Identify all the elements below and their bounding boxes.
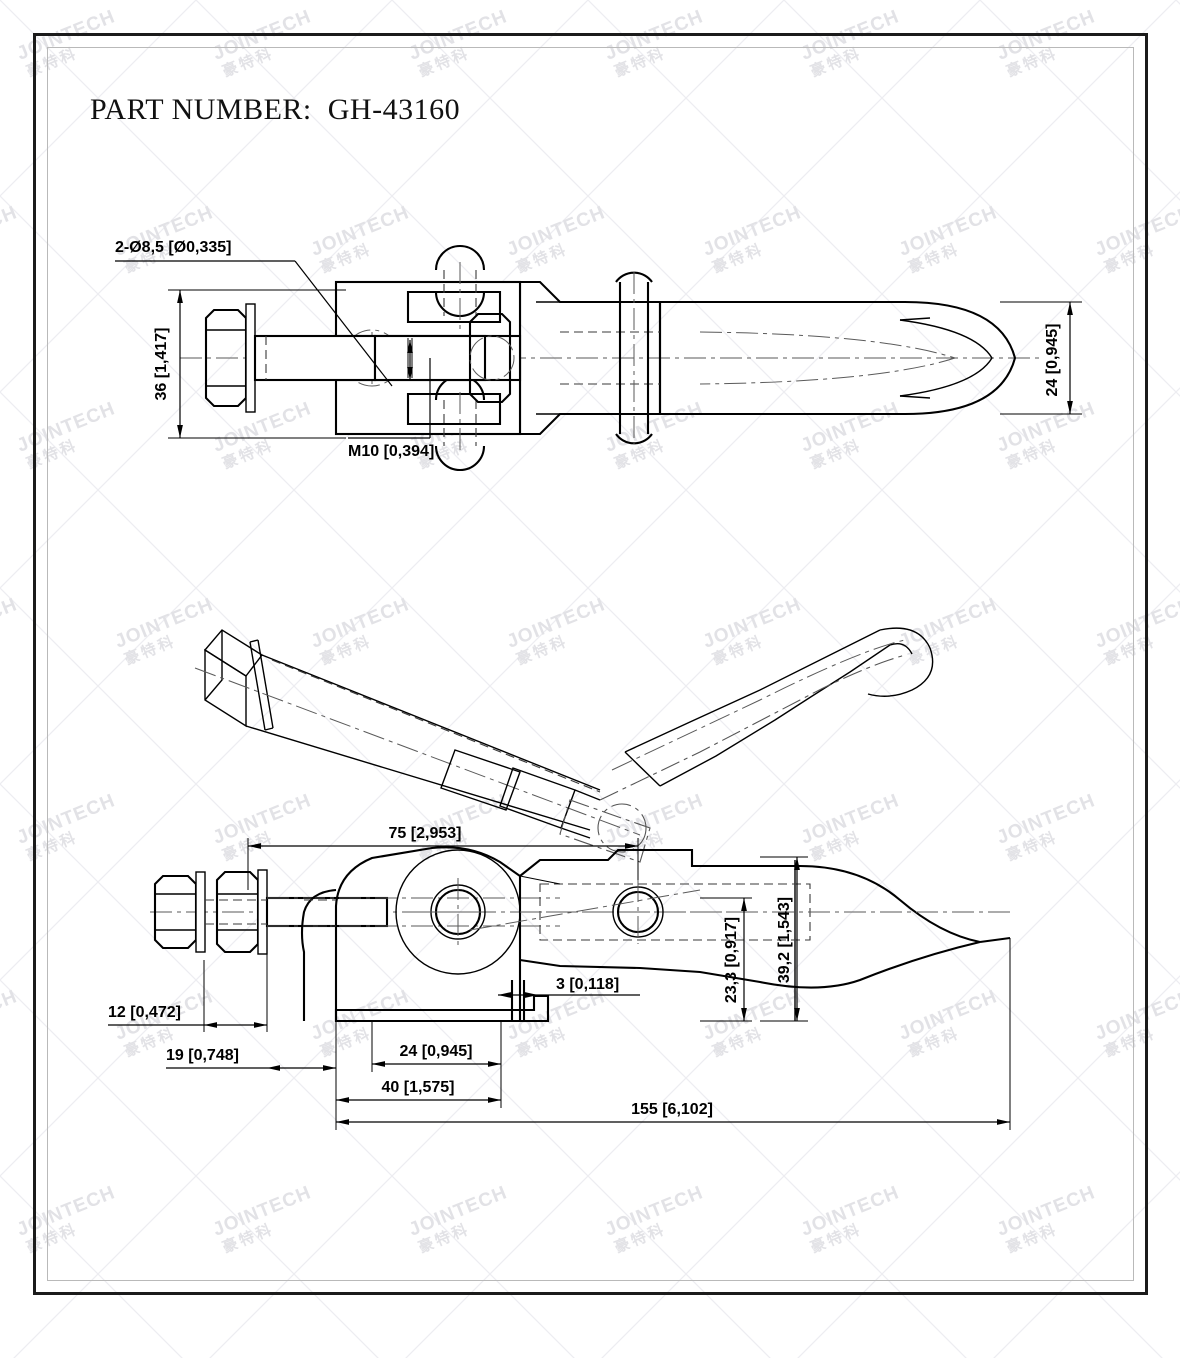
dim-label-36: 36 [1,417] (153, 328, 170, 401)
page-title: PART NUMBER: GH-43160 (90, 93, 461, 126)
dim-label-40: 40 [1,575] (382, 1079, 455, 1096)
dim-label-24-top: 24 [0,945] (1044, 324, 1061, 397)
dim-19: 19 [0,748] (166, 1021, 337, 1075)
side-view: 75 [2,953] 12 [0,472] 19 [0,748] (108, 627, 1011, 1130)
dim-label-392: 39,2 [1,543] (776, 897, 793, 983)
top-view: 36 [1,417] 24 [0,945] 2-Ø8,5 [Ø0,335] (115, 239, 1082, 471)
dim-label-24-side: 24 [0,945] (400, 1043, 473, 1060)
dim-label-3: 3 [0,118] (556, 976, 619, 993)
dim-label-155: 155 [6,102] (631, 1101, 713, 1118)
dim-label-75: 75 [2,953] (389, 825, 462, 842)
dim-233: 23,3 [0,917] (700, 897, 752, 1022)
dim-155: 155 [6,102] (335, 938, 1011, 1130)
dim-392: 39,2 [1,543] (760, 856, 808, 1022)
dim-24-side: 24 [0,945] (371, 1021, 502, 1072)
dim-label-12: 12 [0,472] (108, 1004, 181, 1021)
dim-label-19: 19 [0,748] (166, 1047, 239, 1064)
dim-12: 12 [0,472] (108, 930, 268, 1032)
open-position-phantom (194, 627, 934, 863)
dim-label-m10: M10 [0,394] (348, 443, 434, 460)
dim-label-holes: 2-Ø8,5 [Ø0,335] (115, 239, 232, 256)
dim-label-233: 23,3 [0,917] (723, 917, 740, 1003)
